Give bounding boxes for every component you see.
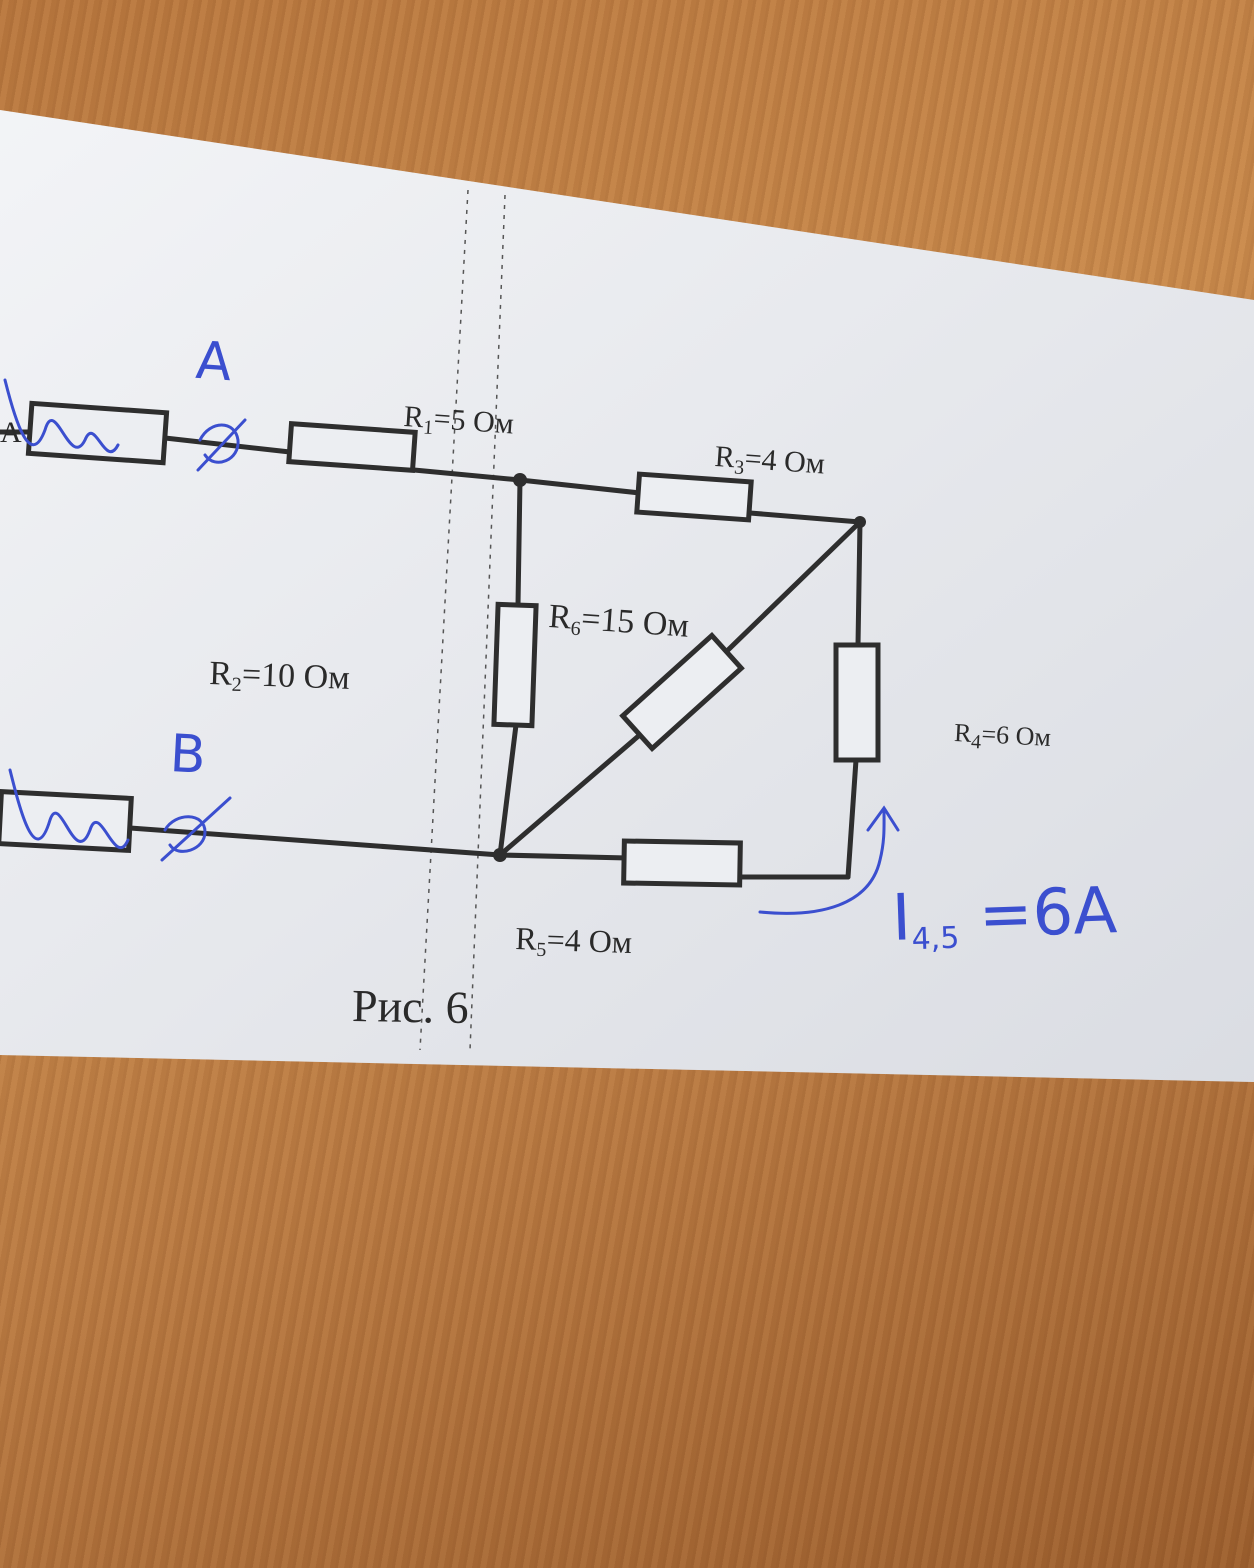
- resistor-r1-body: [286, 421, 418, 473]
- current-arrow: [758, 805, 900, 915]
- terminal-b-scribble: [8, 768, 130, 850]
- terminal-a-box: [25, 400, 170, 466]
- resistor-r3-body: [634, 471, 754, 523]
- resistor-r4-body: [833, 642, 881, 763]
- terminal-a-letter: A: [193, 330, 234, 394]
- resistor-r6-vertical-body: [491, 601, 539, 729]
- circuit-nodes: [493, 473, 866, 862]
- figure-caption: Рис. 6: [351, 979, 470, 1034]
- fold-lines: [419, 189, 506, 1051]
- terminal-a-printed-letter: A: [0, 416, 22, 449]
- terminal-b-mark: [160, 796, 232, 862]
- resistor-r5-body: [621, 838, 743, 888]
- resistor-diagonal-body: [619, 631, 745, 753]
- terminal-a-mark: [196, 418, 247, 472]
- label-r4: R4=6 Ом: [953, 718, 1052, 754]
- resistor-boxes: [0, 400, 881, 888]
- terminal-b-letter: B: [168, 724, 208, 786]
- label-r3: R3=4 Ом: [713, 440, 826, 481]
- terminal-a-scribble: [3, 378, 120, 454]
- label-r5: R5=4 Ом: [514, 920, 633, 962]
- label-r1: R1=5 Ом: [402, 400, 515, 441]
- circuit-wires: [0, 429, 863, 880]
- handwritten-current-note: I4,5 =6A: [890, 874, 1119, 958]
- label-r2: R2=10 Ом: [208, 655, 351, 697]
- ink-scribbles: [3, 378, 900, 915]
